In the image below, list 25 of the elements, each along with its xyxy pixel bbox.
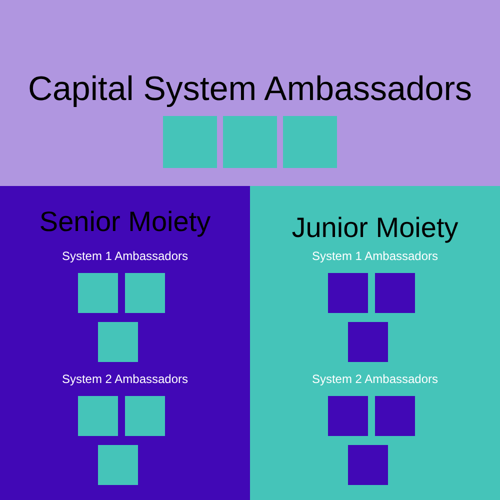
group-label: System 2 Ambassadors [310, 372, 440, 386]
group-label: System 2 Ambassadors [60, 372, 190, 386]
panel-heading: Senior Moiety [38, 206, 212, 238]
square-block [348, 445, 388, 485]
square-block [348, 322, 388, 362]
square-block [375, 273, 415, 313]
square-block [328, 273, 368, 313]
square-block [328, 396, 368, 436]
group-label: System 1 Ambassadors [310, 249, 440, 263]
square-block [283, 116, 337, 168]
panel [250, 186, 500, 500]
square-block [98, 445, 138, 485]
square-block [78, 396, 118, 436]
panel-heading: Junior Moiety [290, 212, 460, 244]
panel [0, 0, 500, 186]
panel [0, 186, 250, 500]
square-block [375, 396, 415, 436]
square-block [78, 273, 118, 313]
group-label: System 1 Ambassadors [60, 249, 190, 263]
square-block [223, 116, 277, 168]
panel-title: Capital System Ambassadors [26, 70, 474, 109]
square-block [98, 322, 138, 362]
square-block [125, 273, 165, 313]
square-block [125, 396, 165, 436]
square-block [163, 116, 217, 168]
